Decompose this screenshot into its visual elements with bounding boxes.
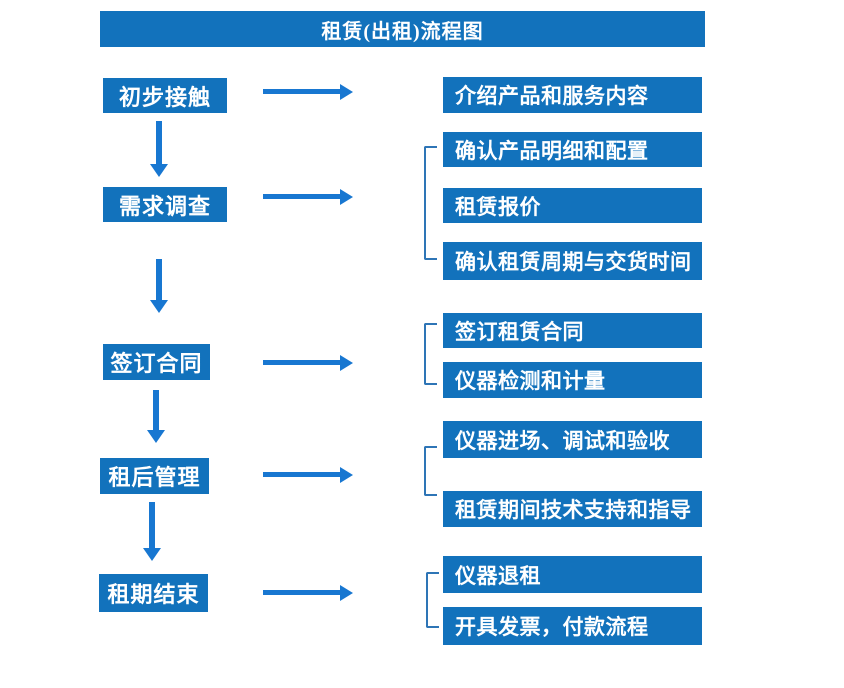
detail-box-instrument-return: 仪器退租 [443, 556, 702, 593]
flowchart-title: 租赁(出租)流程图 [100, 11, 705, 47]
arrow-down-icon [150, 259, 168, 313]
arrow-right-icon [263, 84, 353, 100]
step-box-post-rental-management: 租后管理 [100, 458, 209, 494]
arrow-down-icon [147, 390, 165, 443]
step-box-sign-contract: 签订合同 [103, 344, 210, 380]
arrow-down-icon [150, 121, 168, 177]
step-box-initial-contact: 初步接触 [103, 78, 227, 113]
arrow-right-icon [263, 467, 353, 483]
group-bracket-icon [424, 146, 437, 260]
step-box-lease-end: 租期结束 [99, 574, 208, 612]
arrow-right-icon [263, 585, 353, 601]
detail-box-invoice-payment-process: 开具发票，付款流程 [443, 607, 702, 645]
step-box-demand-survey: 需求调查 [103, 187, 227, 222]
detail-box-confirm-product-details: 确认产品明细和配置 [443, 132, 702, 167]
detail-box-rental-quote: 租赁报价 [443, 188, 702, 223]
detail-box-intro-products-services: 介绍产品和服务内容 [443, 77, 702, 113]
detail-box-sign-rental-contract: 签订租赁合同 [443, 313, 702, 348]
detail-box-confirm-rental-period-delivery: 确认租赁周期与交货时间 [443, 242, 702, 280]
group-bracket-icon [426, 572, 439, 628]
detail-box-rental-technical-support: 租赁期间技术支持和指导 [443, 491, 702, 527]
arrow-down-icon [143, 502, 161, 561]
detail-box-instrument-testing-metrology: 仪器检测和计量 [443, 362, 702, 398]
arrow-right-icon [263, 355, 353, 371]
group-bracket-icon [424, 323, 437, 385]
detail-box-instrument-arrival-commissioning: 仪器进场、调试和验收 [443, 421, 702, 458]
arrow-right-icon [263, 189, 353, 205]
group-bracket-icon [424, 446, 437, 496]
